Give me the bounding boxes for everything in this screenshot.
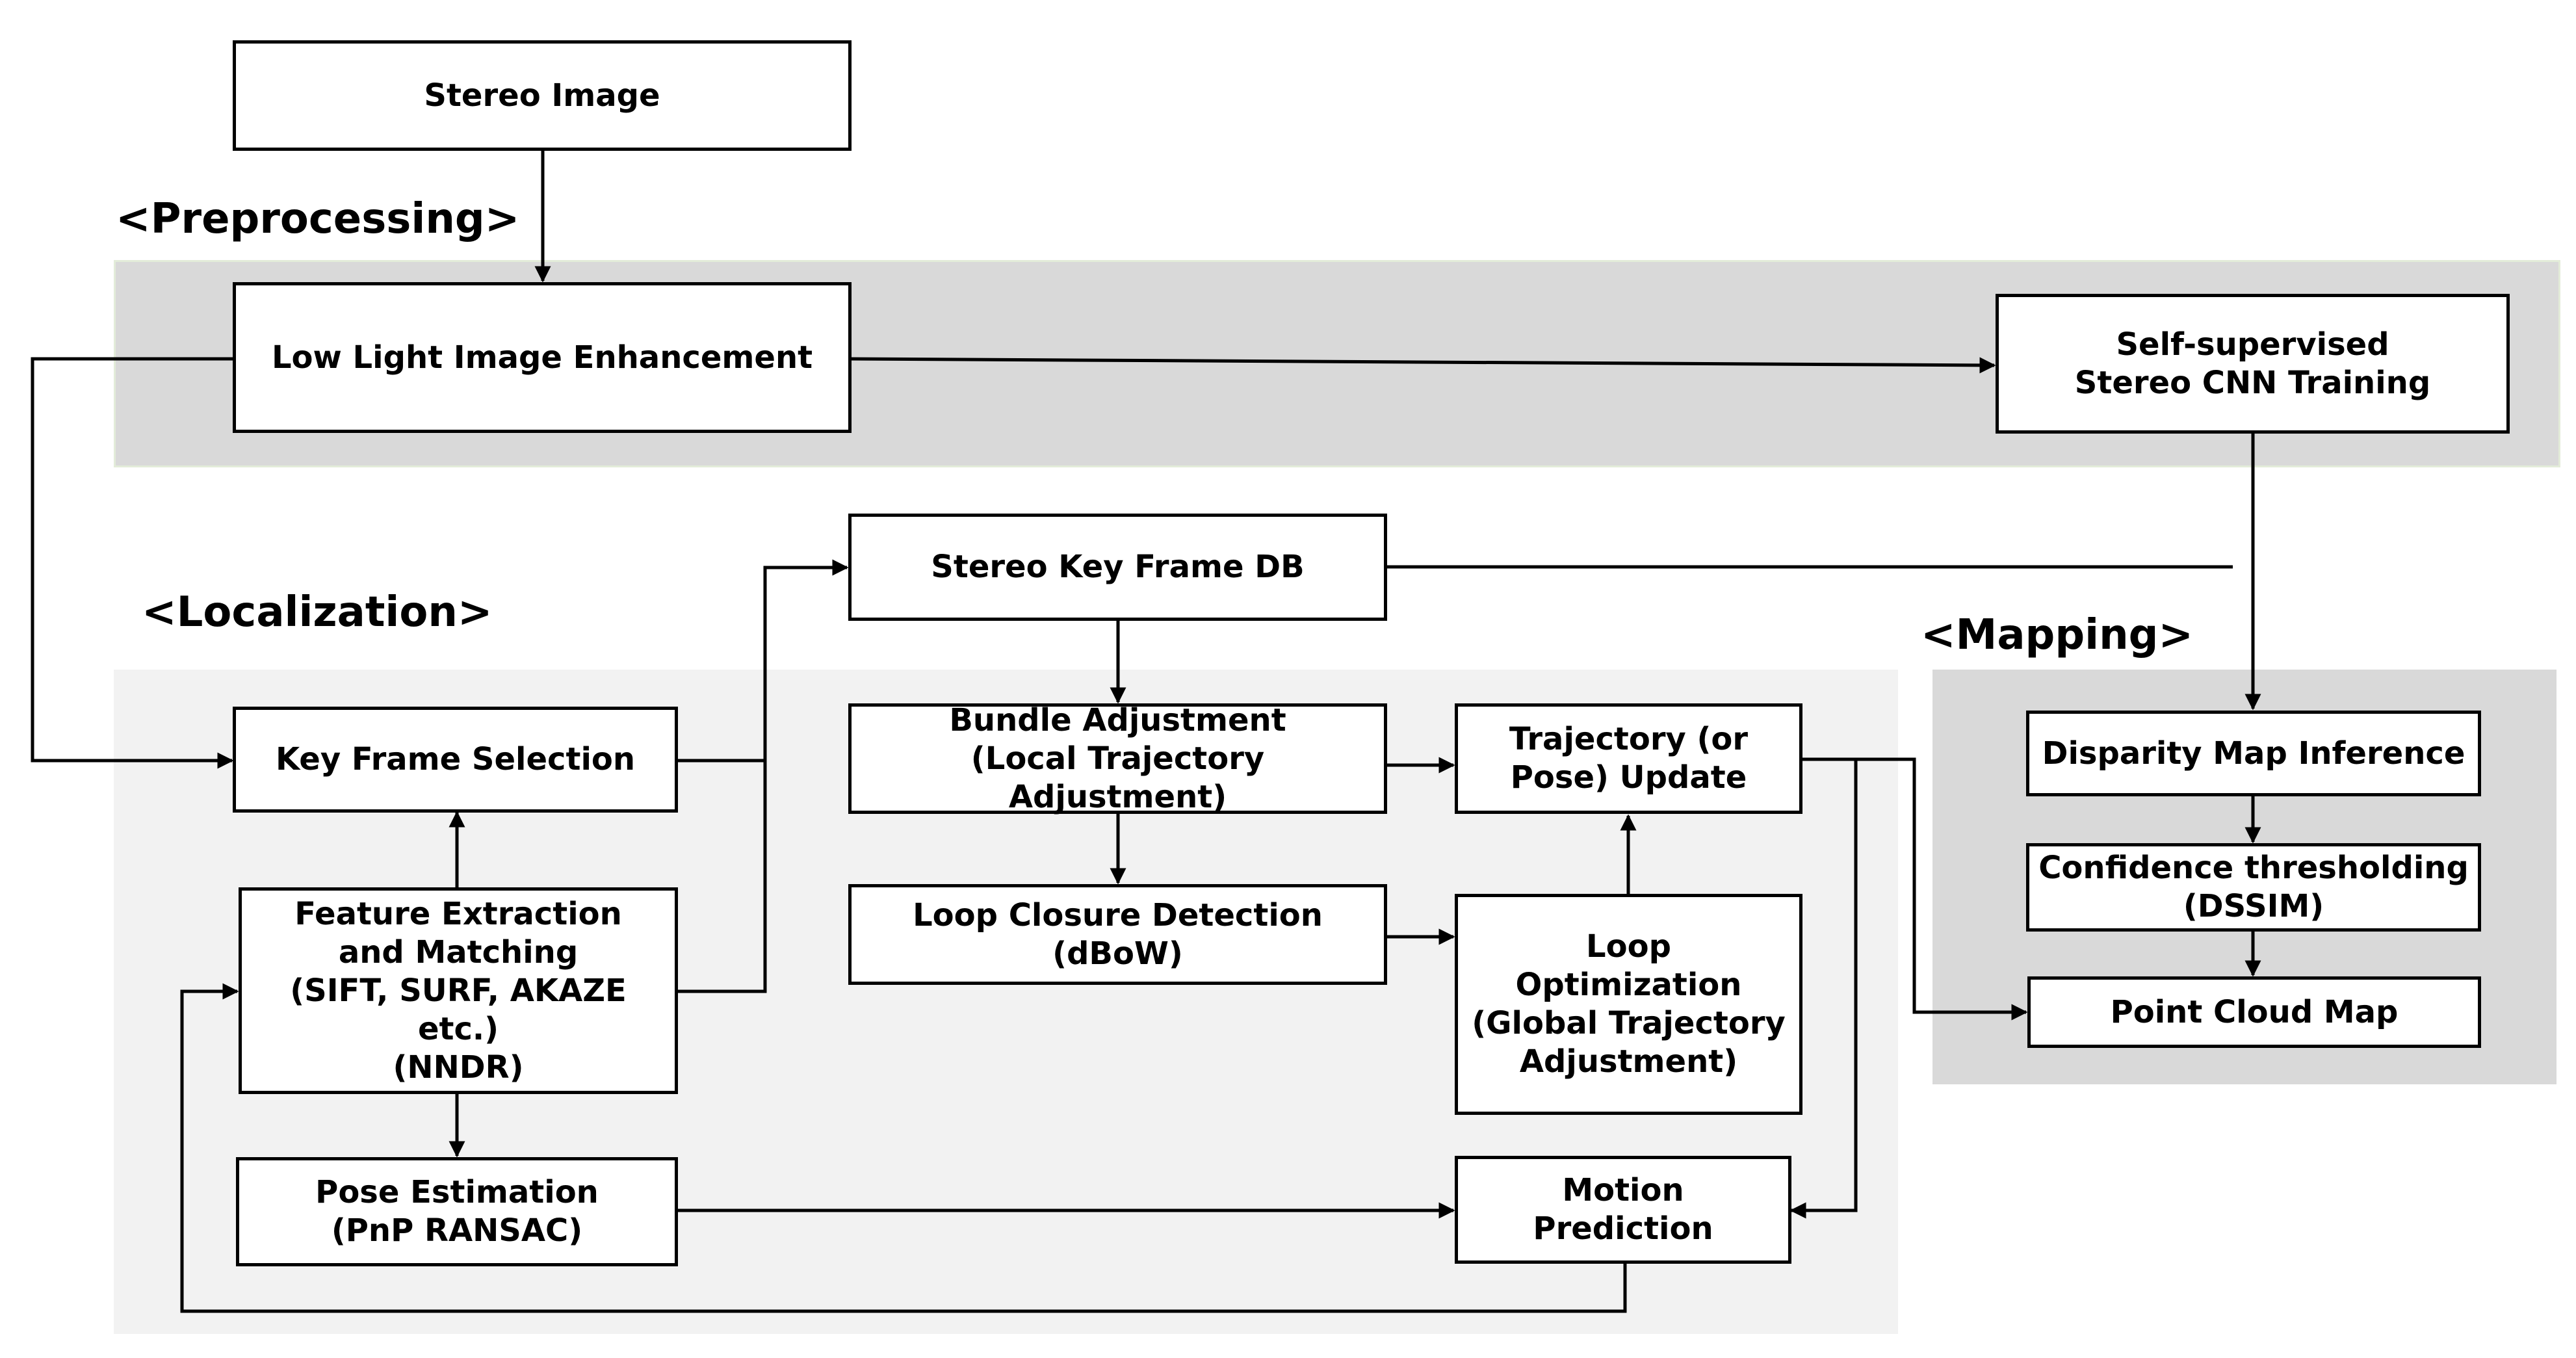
edge-low-light-to-self-supervised	[849, 357, 1996, 374]
disparity-map-inference-node: Disparity Map Inference	[2026, 711, 2481, 796]
stereo-image-node: Stereo Image	[233, 40, 852, 151]
self-supervised-training-node: Self-supervised Stereo CNN Training	[1996, 294, 2510, 434]
feature-extraction-node: Feature Extraction and Matching (SIFT, S…	[239, 887, 678, 1094]
trajectory-update-node: Trajectory (or Pose) Update	[1455, 703, 1802, 814]
edge-trajectory-update-to-point-cloud	[1802, 757, 2028, 1021]
key-frame-selection-node: Key Frame Selection	[233, 707, 678, 813]
bundle-adjustment-node: Bundle Adjustment (Local Trajectory Adju…	[848, 702, 1387, 815]
edge-motion-prediction-to-feature-extraction	[180, 983, 1627, 1313]
point-cloud-map-node: Point Cloud Map	[2027, 976, 2481, 1048]
edge-feature-extraction-to-stereo-kf-db	[678, 761, 767, 993]
loop-closure-detection-node: Loop Closure Detection (dBoW)	[848, 884, 1387, 985]
preprocessing-section-label: <Preprocessing>	[116, 195, 520, 243]
low-light-enhancement-node: Low Light Image Enhancement	[233, 282, 852, 433]
confidence-thresholding-node: Confidence thresholding (DSSIM)	[2026, 843, 2481, 932]
edge-low-light-to-key-frame-selection	[31, 357, 234, 769]
motion-prediction-node: Motion Prediction	[1455, 1156, 1791, 1264]
edge-key-frame-selection-to-stereo-kf-db	[678, 559, 849, 763]
loop-optimization-node: Loop Optimization (Global Trajectory Adj…	[1455, 894, 1802, 1115]
mapping-section-label: <Mapping>	[1921, 611, 2194, 659]
edge-trajectory-update-to-motion-prediction	[1789, 757, 1858, 1219]
localization-section-label: <Localization>	[142, 588, 493, 636]
stereo-key-frame-db-node: Stereo Key Frame DB	[848, 514, 1387, 621]
pose-estimation-node: Pose Estimation (PnP RANSAC)	[236, 1157, 678, 1266]
